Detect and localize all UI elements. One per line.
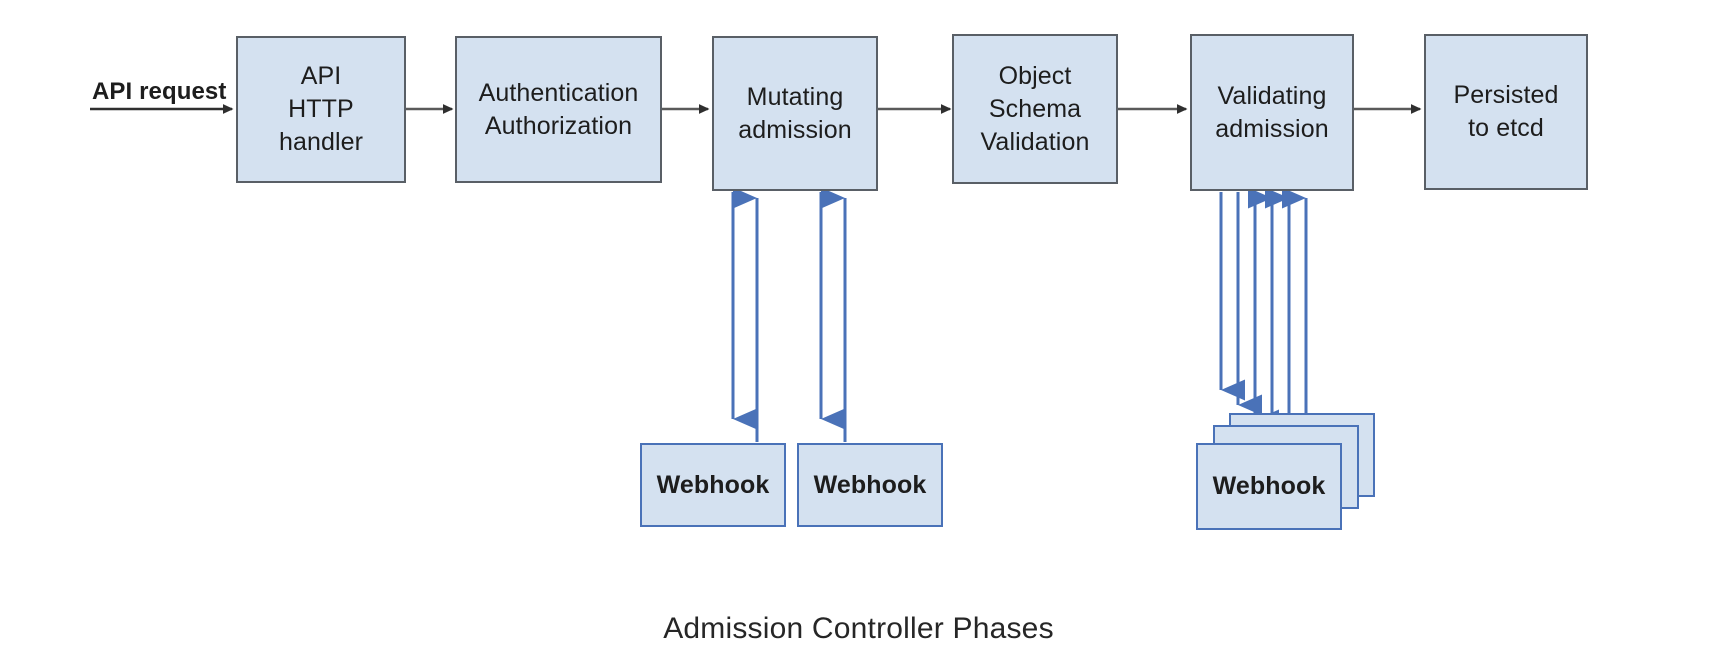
phase-label-validating-admission: Validating admission bbox=[1215, 81, 1329, 143]
api-request-label: API request bbox=[92, 78, 227, 105]
arrow-validating-to-webhook-stack-down bbox=[1219, 192, 1279, 431]
webhook-box-mutating-2[interactable]: Webhook bbox=[797, 443, 943, 527]
phase-label-authentication-authorization: Authentication Authorization bbox=[478, 78, 639, 140]
diagram-caption: Admission Controller Phases bbox=[663, 612, 1054, 645]
webhook-label-validating-stack: Webhook bbox=[1212, 472, 1326, 500]
phase-label-object-schema-validation: Object Schema Validation bbox=[980, 61, 1090, 156]
arrow-webhook-stack-to-validating-up bbox=[1248, 187, 1308, 444]
phase-label-persisted-to-etcd: Persisted to etcd bbox=[1453, 81, 1559, 142]
phase-box-mutating-admission[interactable]: Mutating admission bbox=[712, 36, 878, 191]
webhook-label-mutating-1: Webhook bbox=[656, 470, 770, 499]
phase-box-authentication-authorization[interactable]: Authentication Authorization bbox=[455, 36, 662, 183]
phase-label-api-http-handler: API HTTP handler bbox=[278, 62, 364, 156]
phase-box-api-http-handler[interactable]: API HTTP handler bbox=[236, 36, 406, 183]
phase-box-object-schema-validation[interactable]: Object Schema Validation bbox=[952, 34, 1118, 184]
webhook-box-mutating-1[interactable]: Webhook bbox=[640, 443, 786, 527]
phase-label-mutating-admission: Mutating admission bbox=[738, 82, 852, 144]
phase-box-persisted-to-etcd[interactable]: Persisted to etcd bbox=[1424, 34, 1588, 190]
phase-box-validating-admission[interactable]: Validating admission bbox=[1190, 34, 1354, 191]
webhook-box-validating-stack-front[interactable]: Webhook bbox=[1196, 443, 1342, 530]
webhook-label-mutating-2: Webhook bbox=[813, 470, 927, 499]
